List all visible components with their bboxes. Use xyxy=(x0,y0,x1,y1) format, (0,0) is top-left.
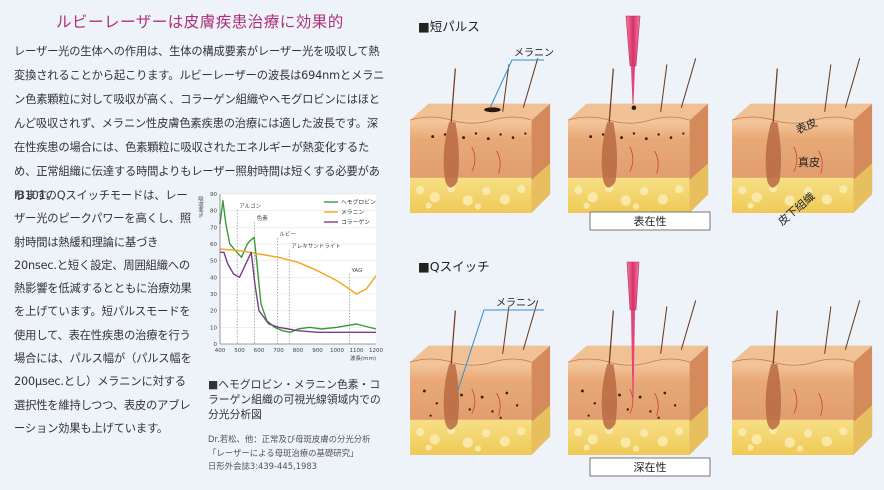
citation-line-1: Dr.若松、他：正常及び母斑皮膚の分光分析 xyxy=(208,434,371,444)
citation: Dr.若松、他：正常及び母斑皮膚の分光分析 「レーザーによる母斑治療の基礎研究」… xyxy=(208,433,393,474)
chart-wavelength-label: 色素 xyxy=(257,214,269,222)
chart-xtick-label: 1100 xyxy=(350,348,364,354)
chart-series-line xyxy=(219,200,377,333)
laser-beam-2 xyxy=(626,261,640,398)
result-box-superficial xyxy=(589,211,711,231)
melanin-label-1: メラニン xyxy=(514,47,554,59)
chart-xtick-label: 900 xyxy=(312,348,323,354)
result-box-deep xyxy=(589,457,711,477)
page-title: ルビーレーザーは皮膚疾患治療に効果的 xyxy=(56,13,344,31)
body-paragraph: レーザー光の生体への作用は、生体の構成要素がレーザー光を吸収して熱変換されること… xyxy=(14,45,385,202)
chart-legend-label: コラーゲン xyxy=(341,218,370,226)
chart-series-lines xyxy=(219,200,377,333)
result-label-deep: 深在性 xyxy=(634,460,667,474)
citation-line-3: 日形外会誌3:439-445,1983 xyxy=(208,461,317,471)
chart-wavelength-label: アルゴン xyxy=(239,202,261,210)
chart-caption: ■ヘモグロビン・メラニン色素・コラーゲン組織の可視光線領域内での分光分析図 xyxy=(208,378,381,421)
result-label-superficial: 表在性 xyxy=(634,214,667,228)
chart-ytick-label: 40 xyxy=(210,275,217,281)
skin-block-short-pulse-3 xyxy=(731,57,873,214)
chart-ytick-label: 50 xyxy=(210,259,217,265)
chart-xtick-label: 1200 xyxy=(369,348,383,354)
citation-line-2: 「レーザーによる母斑治療の基礎研究」 xyxy=(208,447,359,458)
chart-legend-label: ヘモグロビン xyxy=(341,198,376,206)
skin-block-short-pulse-2 xyxy=(567,57,709,214)
chart-ytick-label: 90 xyxy=(210,192,217,198)
body-paragraph-narrow: IB101のQスイッチモードは、レーザー光のピークパワーを高くし、照射時間は熱緩… xyxy=(14,189,192,435)
chart-wavelength-label: アレキサンドライト xyxy=(291,243,341,250)
chart-grid xyxy=(220,193,376,345)
chart-xtick-label: 800 xyxy=(293,348,304,354)
chart-series-line xyxy=(219,248,377,295)
chart-xtick-label: 600 xyxy=(254,348,265,354)
chart-ytick-label: 10 xyxy=(210,325,217,331)
section-heading-short-pulse: ■短パルス xyxy=(418,19,480,34)
chart-xtick-label: 700 xyxy=(273,348,284,354)
chart-series-line xyxy=(220,251,376,333)
chart-ytick-label: 60 xyxy=(210,242,217,248)
chart-ytick-label: 30 xyxy=(210,292,217,298)
chart-ytick-label: 70 xyxy=(210,225,217,231)
label-dermis: 真皮 xyxy=(798,155,820,169)
laser-beam-1 xyxy=(625,15,641,104)
section-heading-q-switch: ■Qスイッチ xyxy=(418,259,490,274)
chart-legend-label: メラニン xyxy=(341,209,364,216)
chart-wavelength-label: YAG xyxy=(350,268,362,274)
chart-axes: 0 10 20 30 40 50 60 70 80 90 400 500 600 700 800 900 100… xyxy=(197,192,383,362)
chart-ytick-label: 20 xyxy=(210,309,217,315)
text-column: ルビーレーザーは皮膚疾患治療に効果的 レーザー光の生体への作用は、生体の構成要素… xyxy=(0,0,400,490)
skin-block-q-switch-2 xyxy=(567,299,709,456)
chart-ylabel: 吸収率% xyxy=(197,196,204,218)
chart-xtick-label: 1000 xyxy=(330,348,344,354)
chart-xtick-label: 400 xyxy=(215,348,226,354)
chart-ytick-label: 80 xyxy=(210,209,217,215)
skin-illustrations: ■短パルス メラニン 表皮 真皮 皮下組織 表在性 ■Qスイッチ メラニン xyxy=(409,15,873,477)
chart-wavelength-label: ルビー xyxy=(279,230,296,238)
chart-plot-area xyxy=(220,194,376,344)
chart-xlabel: 波長(mm) xyxy=(350,354,376,362)
melanin-pointer-line-2 xyxy=(457,309,544,391)
chart-xtick-label: 500 xyxy=(234,348,245,354)
melanin-label-2: メラニン xyxy=(496,297,536,309)
chart-ytick-label: 0 xyxy=(214,342,218,348)
melanin-pointer-line-1 xyxy=(489,59,544,109)
skin-block-short-pulse-1 xyxy=(409,57,551,214)
skin-block-q-switch-3 xyxy=(731,299,873,456)
